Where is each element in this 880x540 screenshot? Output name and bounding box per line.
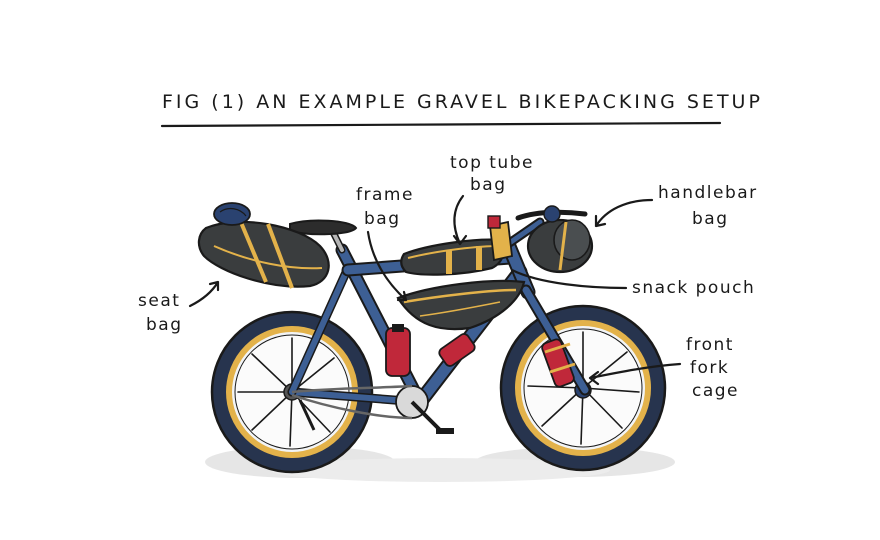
downtube-bottle [438,333,476,367]
arrow-handlebar-bag [594,198,654,228]
label-handlebar-bag-line1: handlebar [658,183,758,203]
label-front-fork-cage-line3: cage [692,381,739,401]
figure-title: FIG (1) AN EXAMPLE GRAVEL BIKEPACKING SE… [162,91,763,113]
label-frame-bag-line2: bag [364,209,401,229]
top-tube-bag [400,238,505,276]
arrow-front-fork-cage [588,362,682,386]
label-seat-bag-line2: bag [146,315,183,335]
arrow-top-tube-bag [452,194,468,246]
fork-cage-bottle [541,338,576,388]
frame-bottle [385,324,411,377]
arrow-frame-bag [366,230,408,302]
handlebar-bag [515,205,594,274]
label-seat-bag-line1: seat [138,291,180,311]
title-underline [160,121,722,128]
arrow-seat-bag [188,280,220,308]
label-handlebar-bag-line2: bag [692,209,729,229]
label-top-tube-bag-line1: top tube [450,153,534,173]
drivetrain [291,384,454,434]
label-top-tube-bag-line2: bag [470,175,507,195]
label-front-fork-cage-line1: front [686,335,734,355]
label-snack-pouch: snack pouch [632,278,755,298]
snack-pouch [487,215,513,262]
label-front-fork-cage-line2: fork [690,358,729,378]
label-frame-bag-line1: frame [356,185,414,205]
arrow-snack-pouch [510,268,628,290]
frame-bag [396,279,526,331]
seat-bag [197,202,330,289]
